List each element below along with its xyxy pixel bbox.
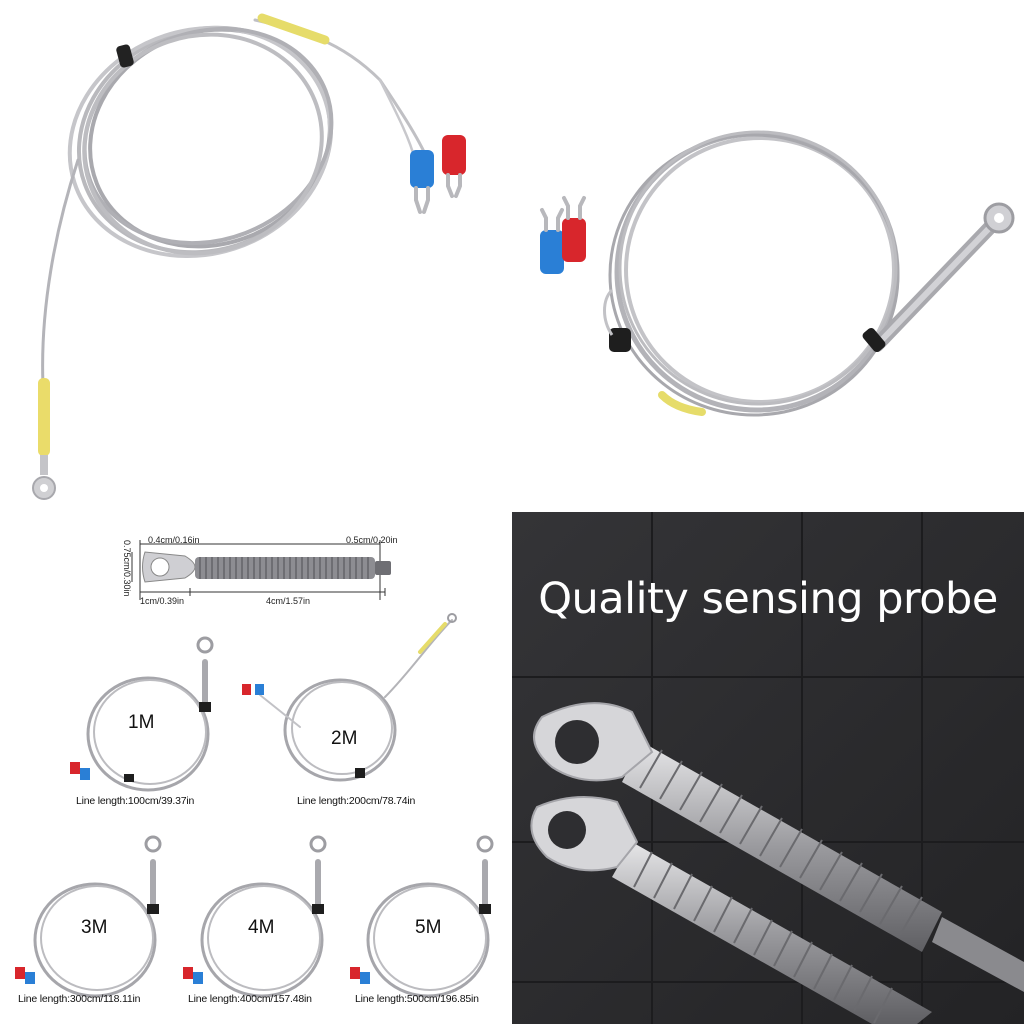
variant-size-label: 3M: [81, 917, 108, 938]
variant-4m-drawing: [183, 835, 327, 998]
variant-size-label: 1M: [128, 712, 155, 733]
probe-coil-illustration: [540, 130, 1015, 417]
promo-closeup-illustration: [512, 512, 1024, 1024]
variant-5m-drawing: [350, 835, 494, 998]
variant-caption: Line length:300cm/118.11in: [18, 993, 141, 1005]
red-spade-terminal: [562, 196, 586, 262]
variant-1m-drawing: [70, 636, 214, 792]
variant-caption: Line length:200cm/78.74in: [297, 795, 416, 807]
red-spade-terminal: [442, 135, 466, 198]
dim-tip-diameter: 0.5cm/0.20in: [346, 535, 398, 545]
product-photo-coiled-cable: [0, 0, 512, 512]
promo-headline: Quality sensing probe: [538, 574, 998, 624]
blue-spade-terminal: [540, 208, 564, 274]
variant-size-label: 2M: [331, 728, 358, 749]
variant-caption: Line length:500cm/196.85in: [355, 993, 479, 1005]
dim-height: 0.75cm/0.30in: [122, 540, 132, 597]
dim-ring-hole: 0.4cm/0.16in: [148, 535, 200, 545]
rigid-probe: [870, 202, 1015, 352]
variant-caption: Line length:100cm/39.37in: [76, 795, 195, 807]
ring-lug: [32, 455, 56, 500]
variant-3m-drawing: [15, 835, 162, 998]
lower-probe: [530, 796, 932, 1024]
blue-spade-terminal: [410, 150, 434, 214]
variant-size-label: 4M: [248, 917, 275, 938]
coiled-cable-illustration: [32, 13, 466, 500]
variant-caption: Line length:400cm/157.48in: [188, 993, 312, 1005]
probe-drawing: [142, 551, 391, 583]
specification-panel: 0.4cm/0.16in 0.5cm/0.20in 0.75cm/0.30in …: [0, 512, 512, 1024]
product-photo-probe-coil: [512, 0, 1024, 512]
variant-size-label: 5M: [415, 917, 442, 938]
dim-tube-length: 4cm/1.57in: [266, 596, 311, 606]
promo-panel: Quality sensing probe: [512, 512, 1024, 1024]
variant-2m-drawing: [242, 613, 457, 782]
dim-ring-length: 1cm/0.39in: [140, 596, 185, 606]
yellow-sleeve: [38, 378, 50, 456]
probe-dimension-drawing: [15, 540, 494, 998]
upper-probe: [533, 702, 1024, 992]
